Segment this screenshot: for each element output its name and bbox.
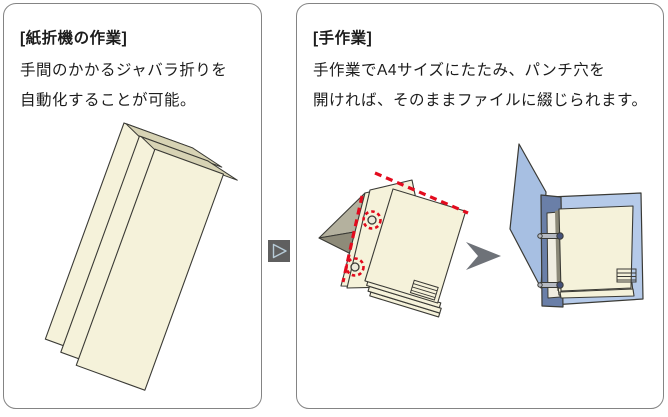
filed-page-title-block-lines <box>617 272 636 281</box>
punch-hole <box>367 215 377 225</box>
filed-page-title-block <box>616 268 637 283</box>
panel-title-hand-work: [手作業] <box>313 30 373 47</box>
binder-ring-bottom <box>537 281 564 289</box>
filed-stack-edge-2 <box>559 288 635 299</box>
ring-pin-head <box>537 233 543 239</box>
ring-binder-illustration <box>509 143 644 308</box>
accordion-folded-paper-illustration <box>44 122 238 391</box>
step-arrow-icon <box>466 242 501 270</box>
fold-mark-left <box>341 195 364 283</box>
sheet-title-block <box>409 279 439 301</box>
sheet-title-block-lines <box>411 283 438 298</box>
description-line-2: 開ければ、そのままファイルに綴じられます。 <box>313 92 648 109</box>
ring-cap <box>556 232 564 240</box>
description-line-1: 手間のかかるジャバラ折りを <box>20 62 228 79</box>
machine-folding-description: 手間のかかるジャバラ折りを 自動化することが可能。 <box>20 56 261 116</box>
folded-a4-sheet-illustration <box>318 171 469 318</box>
panel-title-machine-folding: [紙折機の作業] <box>20 30 128 47</box>
punch-hole <box>350 262 360 272</box>
punch-hole-top <box>362 210 382 230</box>
panel-machine-folding: [紙折機の作業] 手間のかかるジャバラ折りを 自動化することが可能。 <box>3 3 262 409</box>
punch-mark-circle <box>362 210 382 230</box>
filed-front-page <box>558 205 634 292</box>
accordion-fold-flap-2 <box>140 136 238 181</box>
hand-work-description: 手作業でA4サイズにたたみ、パンチ穴を 開ければ、そのままファイルに綴じられます… <box>313 56 663 116</box>
panel-hand-work: [手作業] 手作業でA4サイズにたたみ、パンチ穴を 開ければ、そのままファイルに… <box>296 3 664 409</box>
ring-cap <box>556 281 564 289</box>
hand-work-steps-illustration <box>318 143 644 318</box>
description-line-2: 自動化することが可能。 <box>20 92 197 109</box>
punch-mark-circle <box>345 257 365 277</box>
accordion-fold-flap-1 <box>125 123 223 168</box>
accordion-panel-front <box>75 148 225 391</box>
panel-connector <box>268 240 290 262</box>
right-triangle-icon <box>272 243 287 259</box>
punch-hole-bottom <box>345 257 365 277</box>
fold-mark-top <box>374 171 469 215</box>
binder-ring-top <box>537 232 564 240</box>
ring-pin-head <box>537 282 543 288</box>
front-sheet <box>364 188 467 304</box>
description-line-1: 手作業でA4サイズにたたみ、パンチ穴を <box>313 62 606 79</box>
